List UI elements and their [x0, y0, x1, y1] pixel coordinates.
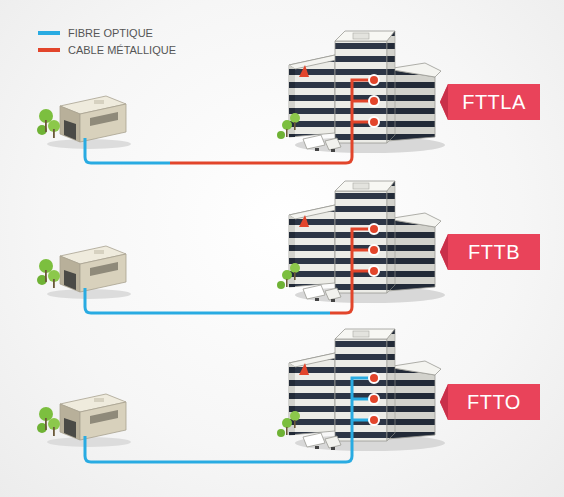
tag-point — [440, 234, 448, 270]
tag-body — [440, 234, 540, 270]
tag-label: FTTB — [460, 241, 520, 264]
connection-point — [369, 415, 379, 425]
office-building — [277, 31, 445, 153]
connection-point — [369, 117, 379, 127]
legend-swatch — [38, 48, 60, 52]
connection-point — [369, 394, 379, 404]
copper-cable — [330, 229, 372, 313]
fiber-cable — [85, 378, 372, 462]
technology-tag: FTTB — [440, 234, 540, 270]
technology-tag: FTTLA — [440, 84, 540, 120]
connection-point — [369, 266, 379, 276]
connection-point — [369, 75, 379, 85]
fiber-cable — [85, 288, 330, 313]
office-building — [277, 329, 445, 451]
connection-point — [369, 96, 379, 106]
connection-point — [369, 224, 379, 234]
tag-body — [440, 84, 540, 120]
fiber-cable — [85, 138, 170, 163]
legend-row: FIBRE OPTIQUE — [38, 24, 176, 41]
tag-label: FTTO — [459, 391, 521, 414]
tag-point — [440, 384, 448, 420]
tag-point — [440, 84, 448, 120]
office-building — [277, 181, 445, 303]
connection-point — [369, 245, 379, 255]
copper-cable — [170, 80, 372, 163]
legend-text: FIBRE OPTIQUE — [68, 27, 153, 39]
legend-text: CABLE MÉTALLIQUE — [68, 44, 176, 56]
legend-swatch — [38, 31, 60, 35]
technology-tag: FTTO — [440, 384, 540, 420]
tag-label: FTTLA — [454, 91, 526, 114]
connection-point — [369, 373, 379, 383]
legend-row: CABLE MÉTALLIQUE — [38, 41, 176, 58]
legend: FIBRE OPTIQUE CABLE MÉTALLIQUE — [38, 24, 176, 58]
tag-body — [440, 384, 540, 420]
